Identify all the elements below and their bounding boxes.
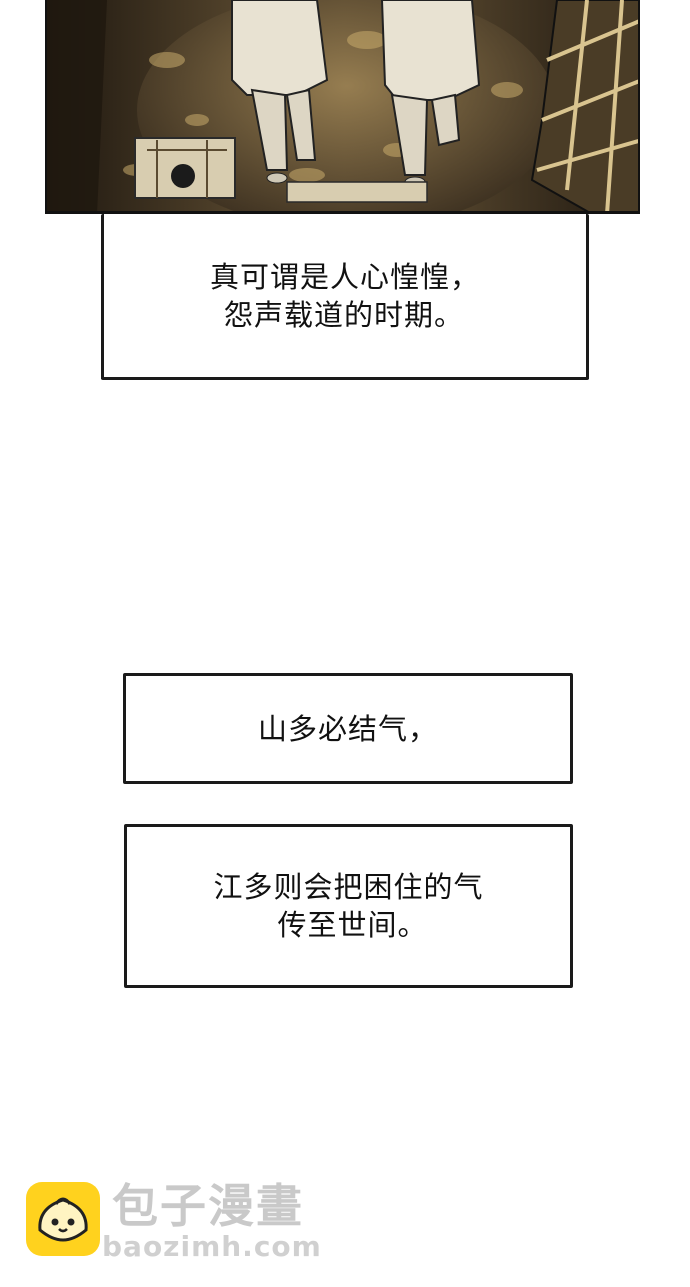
stretcher xyxy=(134,137,428,203)
caption-1-line-1: 真可谓是人心惶惶， xyxy=(209,259,480,294)
caption-3-line-1: 江多则会把困住的气 xyxy=(213,870,484,904)
bundle xyxy=(530,0,638,211)
figure-right xyxy=(380,0,481,188)
watermark: 包子漫畫 baozimh.com xyxy=(26,1179,326,1263)
caption-box-1: 真可谓是人心惶惶， 怨声载道的时期。 xyxy=(101,214,589,380)
caption-2-line-1: 山多必结气， xyxy=(257,711,438,746)
comic-panel-illustration xyxy=(45,0,640,214)
caption-3-line-2: 传至世间。 xyxy=(277,908,428,942)
panel-artwork xyxy=(47,0,638,211)
watermark-url: baozimh.com xyxy=(102,1230,322,1263)
caption-1-line-2: 怨声载道的时期。 xyxy=(223,297,464,332)
caption-box-2: 山多必结气， xyxy=(123,673,573,784)
bun-logo-icon xyxy=(26,1182,100,1256)
figure-left xyxy=(231,0,329,184)
watermark-title: 包子漫畫 xyxy=(112,1179,304,1233)
caption-box-3: 江多则会把困住的气 传至世间。 xyxy=(124,824,573,988)
